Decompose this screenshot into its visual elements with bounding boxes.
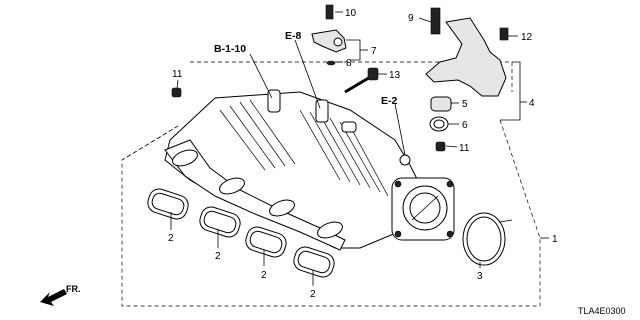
nut-11-right	[435, 141, 446, 152]
callout-1: 1	[552, 234, 558, 245]
nut-11-left	[171, 87, 182, 98]
callout-2-c: 2	[261, 270, 267, 281]
intake-manifold	[164, 89, 426, 251]
front-direction-arrow: FR.	[40, 284, 81, 306]
bolt-13	[344, 67, 379, 94]
ref-e-8: E-8	[285, 30, 302, 42]
callout-2-a: 2	[168, 233, 174, 244]
callout-9: 9	[408, 13, 414, 24]
ref-e-2: E-2	[381, 95, 398, 107]
port-gaskets	[147, 188, 335, 278]
callout-2-d: 2	[310, 289, 316, 300]
callout-11-a: 11	[172, 69, 183, 80]
callout-7: 7	[371, 46, 377, 57]
purge-valve-assembly	[425, 7, 509, 132]
callout-4: 4	[529, 98, 535, 109]
ref-b-1-10: B-1-10	[214, 43, 246, 55]
assembly-outline-left	[121, 125, 179, 161]
front-direction-label: FR.	[66, 284, 81, 294]
callout-11-b: 11	[459, 143, 470, 154]
callout-3: 3	[477, 271, 483, 282]
callout-12: 12	[521, 32, 533, 43]
callout-2-b: 2	[215, 251, 221, 262]
throttle-gasket	[462, 212, 513, 266]
callout-13: 13	[389, 70, 401, 81]
callout-10: 10	[345, 8, 357, 19]
map-sensor	[311, 4, 347, 66]
callout-6: 6	[462, 120, 468, 131]
callout-8: 8	[346, 58, 352, 69]
throttle-body	[391, 177, 455, 241]
diagram-code: TLA4E0300	[578, 306, 626, 316]
leader-lines	[170, 11, 549, 286]
callout-5: 5	[462, 99, 468, 110]
